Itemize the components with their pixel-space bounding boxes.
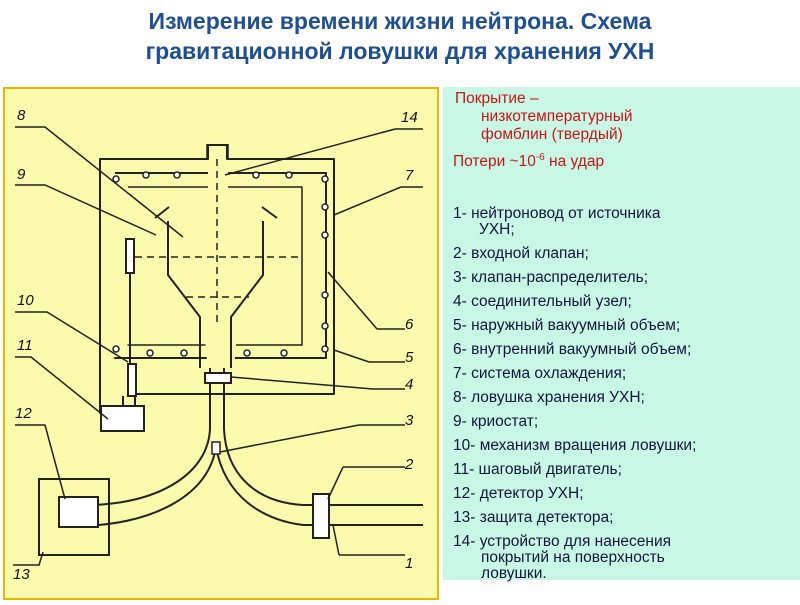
losses-suffix: на удар: [544, 153, 605, 170]
detector-shield: [38, 478, 110, 556]
legend-item-1-a: 1- нейтроновод от источника: [453, 205, 661, 222]
legend-item-12: 12- детектор УХН;: [453, 485, 584, 502]
legend-item-14-a: 14- устройство для нанесения: [453, 533, 671, 550]
trap-diagram-svg: 8 9 10 11 12 13 14 7 6 5 4 3 2 1: [3, 87, 439, 600]
leader-lines: [13, 126, 423, 566]
legend-item-9: 9- криостат;: [453, 413, 539, 430]
legend-item-8: 8- ловушка хранения УХН;: [453, 389, 645, 406]
label-13: 13: [13, 566, 30, 583]
legend-item-7: 7- система охлаждения;: [453, 365, 627, 382]
legend-item-1-b: УХН;: [479, 221, 515, 238]
legend-item-11: 11- шаговый двигатель;: [453, 461, 622, 478]
label-3: 3: [405, 412, 414, 429]
label-6: 6: [405, 316, 414, 333]
legend-item-6: 6- внутренний вакуумный объем;: [453, 341, 692, 358]
connecting-unit: [204, 372, 232, 384]
coating-device: [206, 144, 229, 158]
distributor-valve: [211, 441, 221, 455]
label-9: 9: [17, 166, 26, 183]
legend-item-13: 13- защита детектора;: [453, 509, 614, 526]
trap-diagram: 8 9 10 11 12 13 14 7 6 5 4 3 2 1: [3, 87, 439, 600]
title-line-1: Измерение времени жизни нейтрона. Схема: [148, 8, 652, 34]
legend-item-10: 10- механизм вращения ловушки;: [453, 437, 697, 454]
rotation-mechanism: [125, 238, 135, 274]
losses-exponent: -6: [535, 152, 545, 163]
coating-line-3: фомблин (твердый): [481, 126, 623, 143]
inner-vacuum-volume: [127, 186, 303, 346]
label-1: 1: [405, 555, 413, 572]
page-title: Измерение времени жизни нейтрона. Схема …: [0, 6, 800, 66]
ucn-detector: [58, 496, 99, 528]
cooling-system: [112, 171, 329, 357]
label-10: 10: [17, 292, 34, 309]
label-14: 14: [401, 109, 418, 126]
legend-item-2: 2- входной клапан;: [453, 245, 589, 262]
coating-line-1: Покрытие –: [455, 90, 539, 107]
coating-line-2: низкотемпературный: [481, 108, 633, 125]
label-4: 4: [405, 376, 413, 393]
legend-panel: Покрытие – низкотемпературный фомблин (т…: [443, 87, 800, 582]
label-8: 8: [17, 107, 26, 124]
inlet-valve: [312, 493, 330, 539]
outer-vacuum-volume: [114, 172, 327, 359]
losses-prefix: Потери ~10: [453, 153, 536, 170]
label-5: 5: [405, 349, 414, 366]
legend-item-5: 5- наружный вакуумный объем;: [453, 317, 681, 334]
legend-item-14-c: ловушки.: [481, 565, 547, 582]
legend-item-4: 4- соединительный узел;: [453, 293, 632, 310]
label-2: 2: [404, 456, 414, 473]
storage-trap: [167, 221, 264, 368]
legend-item-14-b: покрытий на поверхность: [481, 549, 665, 566]
label-12: 12: [15, 405, 32, 422]
losses-line: Потери ~10-6 на удар: [453, 153, 604, 171]
title-line-2: гравитационной ловушки для хранения УХН: [145, 38, 655, 64]
label-11: 11: [17, 337, 33, 354]
step-motor-rod: [127, 363, 137, 397]
legend-item-3: 3- клапан-распределитель;: [453, 269, 649, 286]
label-7: 7: [405, 167, 414, 184]
neutron-guide-lines: [92, 428, 423, 526]
